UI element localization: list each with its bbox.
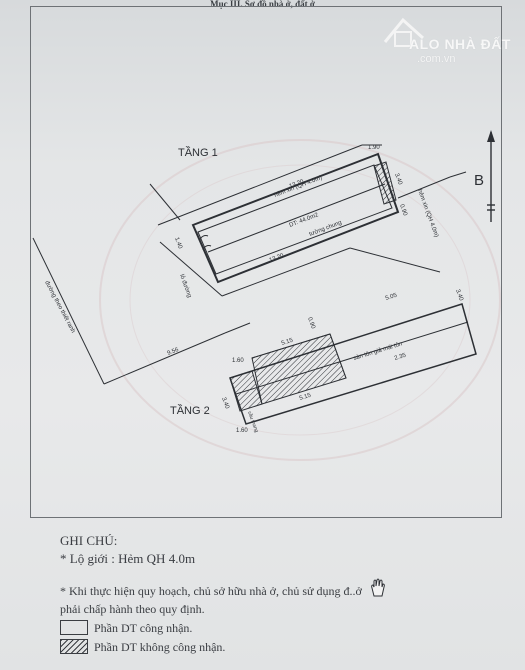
stamp-inner-circle <box>129 164 471 436</box>
floor2-plan <box>229 303 477 425</box>
dim-bottom: 9.56 <box>167 347 181 357</box>
notes-title: GHI CHÚ: <box>60 533 118 548</box>
stairs-label: cầu thang <box>246 411 259 434</box>
dim-left: 1.40 <box>173 237 183 251</box>
watermark: ALO NHÀ ĐẤT .com.vn <box>379 6 519 66</box>
watermark-domain: .com.vn <box>417 53 456 65</box>
site-plan-drawing: TẦNG 1 TẦNG 2 B <box>32 130 501 461</box>
dim-f2-left-a: 1.60 <box>232 358 244 364</box>
lot-boundary-note: * Lộ giới : Hẻm QH 4.0m <box>60 551 196 566</box>
north-arrow: B <box>474 130 495 222</box>
road-left-label: đường theo thiết ranh <box>43 280 76 334</box>
drawing-frame <box>30 6 502 518</box>
legend-not-recognized-label: Phần DT không công nhận. <box>94 640 226 654</box>
dim-f2-top: 5.05 <box>385 293 399 302</box>
dim-f2-mid: 5.15 <box>281 338 295 347</box>
floor1-plan <box>32 144 467 385</box>
dim-f2-right: 3.40 <box>454 289 464 303</box>
north-label: B <box>474 172 484 189</box>
dim-right-a: 1.90 <box>368 145 380 151</box>
dim-f2-left-b: 1.60 <box>236 428 248 434</box>
stamp-circle <box>99 139 501 461</box>
hand-pointer-icon <box>371 578 385 597</box>
planning-note-line2: phải chấp hành theo quy định. <box>60 602 205 616</box>
dim-f2-left-c: 3.40 <box>220 397 230 411</box>
legend-recognized-swatch <box>60 620 88 635</box>
dim-right-b: 3.40 <box>393 173 403 187</box>
legend-recognized-label: Phần DT công nhận. <box>94 621 193 635</box>
watermark-name: ALO NHÀ ĐẤT <box>409 36 511 52</box>
dim-f2-bottom: 2.35 <box>394 353 408 362</box>
planning-note-line1: * Khi thực hiện quy hoạch, chủ sở hữu nh… <box>60 584 362 598</box>
dim-mid: 13.20 <box>269 253 286 264</box>
house-logo-icon <box>383 17 425 47</box>
section-header: Mục III. Sơ đồ nhà ở, đất ở <box>210 0 315 9</box>
dim-right-c: 0.90 <box>398 204 408 218</box>
legend-not-recognized-swatch <box>60 639 88 654</box>
dim-f2-low: 5.15 <box>299 393 313 402</box>
alley-right-label: hẻm xin (QH 4.0m) <box>416 189 439 239</box>
floor2-label: TẦNG 2 <box>170 404 210 417</box>
floor1-label: TẦNG 1 <box>178 146 218 159</box>
dim-f2-short: 0.90 <box>306 317 316 331</box>
dim-top: 13.20 <box>289 179 306 190</box>
alley-left-label: lỏ đường <box>178 273 193 298</box>
